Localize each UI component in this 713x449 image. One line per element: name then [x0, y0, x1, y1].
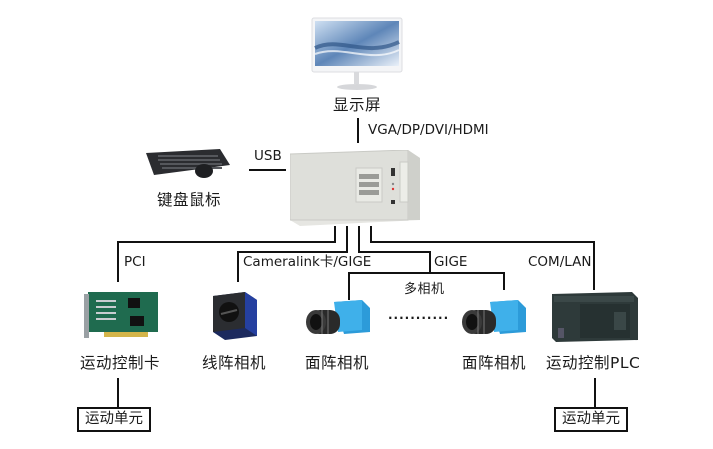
plc-icon	[552, 292, 638, 342]
motion-card-label: 运动控制卡	[80, 354, 161, 372]
ellipsis-dots: ···········	[388, 311, 450, 325]
cameralink-connection-label: Cameralink卡/GIGE	[243, 254, 372, 270]
area-camera-2-node	[460, 296, 530, 340]
industrial-pc-icon	[289, 149, 420, 226]
area-camera-icon	[462, 300, 526, 334]
plc-label: 运动控制PLC	[546, 354, 641, 372]
pci-card-icon	[84, 292, 158, 338]
industrial-pc-node	[289, 149, 420, 230]
monitor-label: 显示屏	[333, 96, 382, 114]
area-camera-icon	[306, 300, 370, 334]
usb-connection-label: USB	[254, 148, 282, 164]
monitor-node	[310, 14, 406, 94]
monitor-icon	[311, 17, 403, 90]
line-camera-label: 线阵相机	[202, 354, 267, 372]
motion-unit-left-box: 运动单元	[77, 407, 151, 432]
line-scan-camera-icon	[213, 292, 257, 340]
wire-gige	[358, 226, 431, 272]
com-lan-connection-label: COM/LAN	[528, 254, 592, 270]
line-camera-node	[205, 290, 263, 342]
keyboard-mouse-label: 键盘鼠标	[157, 191, 222, 209]
wire-gige-split	[348, 272, 505, 300]
motion-card-node	[84, 290, 160, 342]
wire-pci	[117, 226, 336, 282]
area-camera-2-label: 面阵相机	[462, 354, 527, 372]
wire-cameralink	[237, 226, 348, 282]
multi-camera-label: 多相机	[404, 282, 445, 297]
display-connection-label: VGA/DP/DVI/HDMI	[368, 122, 489, 138]
keyboard-mouse-icon	[146, 149, 230, 178]
plc-node	[550, 292, 640, 344]
keyboard-mouse-node	[140, 145, 235, 185]
area-camera-1-label: 面阵相机	[305, 354, 370, 372]
area-camera-1-node	[304, 296, 374, 340]
wire-com-lan	[370, 226, 595, 290]
gige-connection-label: GIGE	[434, 254, 468, 270]
pci-connection-label: PCI	[124, 254, 146, 270]
motion-unit-right-box: 运动单元	[554, 407, 628, 432]
